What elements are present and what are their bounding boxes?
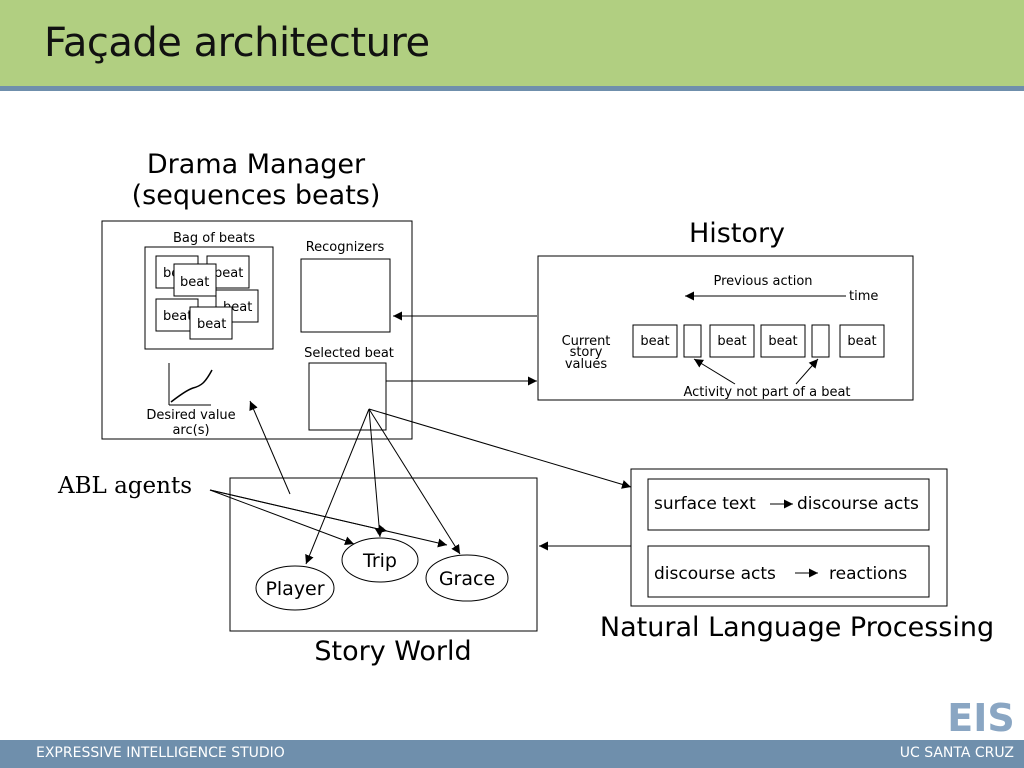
activity-label: Activity not part of a beat [683, 385, 850, 400]
history-beat-label: beat [717, 334, 746, 349]
recognizers-label: Recognizers [306, 240, 385, 255]
abl-to-player-arrow [209, 489, 355, 546]
selected-beat-label: Selected beat [304, 346, 394, 361]
bag-of-beats-box [144, 246, 274, 350]
selected-beat-box [308, 362, 387, 431]
history-beat: beat [709, 324, 755, 358]
activity-arrow-left [693, 358, 736, 385]
character-node: Grace [425, 554, 509, 602]
nlp-row-2-left: discourse acts [654, 564, 776, 584]
beat-to-trip-arrow [368, 408, 384, 538]
history-beat: beat [760, 324, 806, 358]
nlp-row-1-left: surface text [654, 494, 756, 514]
character-node: Player [255, 565, 335, 611]
previous-action-label: Previous action [713, 274, 812, 289]
abl-to-grace-arrow [209, 489, 448, 548]
nlp-row-1-box [647, 478, 930, 531]
history-beat: beat [839, 324, 885, 358]
beat-to-nlp-arrow [368, 408, 632, 489]
desired-value-label: Desired value [146, 408, 235, 423]
history-beat-label: beat [640, 334, 669, 349]
nlp-row-1-right: discourse acts [797, 494, 919, 514]
current-story-values-label-3: values [565, 357, 608, 372]
eis-logo-text: EIS [947, 698, 1014, 736]
time-label: time [849, 289, 878, 304]
character-label: Player [265, 578, 324, 600]
nlp-title: Natural Language Processing [600, 612, 994, 643]
desired-value-arc-graph [168, 363, 213, 406]
nlp-row-2-box [647, 545, 930, 598]
beat-to-grace-arrow [368, 408, 461, 555]
history-gap [811, 324, 830, 358]
activity-arrow-right [795, 358, 819, 385]
recognizers-box [300, 258, 391, 333]
header-rule [0, 86, 1024, 91]
beat-to-player-arrow [305, 408, 370, 565]
history-box [537, 255, 914, 401]
desired-value-label-2: arc(s) [172, 423, 209, 438]
bag-beat: beat [173, 263, 217, 297]
nlp-box [630, 468, 948, 607]
drama-manager-subtitle: (sequences beats) [132, 180, 381, 211]
bag-beat-label: beat [214, 266, 243, 281]
footer-bar: EXPRESSIVE INTELLIGENCE STUDIO UC SANTA … [0, 740, 1024, 768]
story-world-title: Story World [314, 636, 471, 667]
history-beat: beat [632, 324, 678, 358]
drama-manager-title: Drama Manager [147, 149, 366, 180]
current-story-values-label-2: story [570, 345, 603, 360]
eis-logo: EIS [947, 698, 1014, 736]
character-label: Trip [362, 550, 397, 572]
story-world-box [229, 477, 538, 632]
history-gap [683, 324, 702, 358]
nlp-group: surface text discourse acts discourse ac… [600, 468, 994, 643]
history-beat-label: beat [768, 334, 797, 349]
drama-manager-box [101, 220, 413, 440]
character-label: Grace [439, 568, 495, 590]
bag-beat: beat [189, 306, 233, 340]
slide-title: Façade architecture [44, 20, 430, 66]
bag-of-beats-label: Bag of beats [173, 231, 255, 246]
story-world-group: Story World Player Trip Grace [229, 477, 538, 667]
history-group: History Previous action time Current sto… [537, 218, 914, 401]
bag-beat-label: beat [197, 317, 226, 332]
bag-beat-label: beat [163, 309, 192, 324]
connectors [209, 311, 632, 565]
character-node: Trip [341, 537, 419, 583]
footer-right-text: UC SANTA CRUZ [899, 745, 1014, 761]
bag-beat-label: beat [180, 275, 209, 290]
storyworld-to-drama-manager-arrow [249, 400, 291, 495]
history-beat-label: beat [847, 334, 876, 349]
footer-left-text: EXPRESSIVE INTELLIGENCE STUDIO [36, 745, 285, 761]
drama-manager-group: Drama Manager (sequences beats) Bag of b… [101, 149, 413, 440]
history-title: History [689, 218, 785, 249]
abl-agents-label: ABL agents [57, 473, 192, 499]
header-bar [0, 0, 1024, 86]
current-story-values-label: Current [562, 334, 611, 349]
nlp-row-2-right: reactions [829, 564, 907, 584]
